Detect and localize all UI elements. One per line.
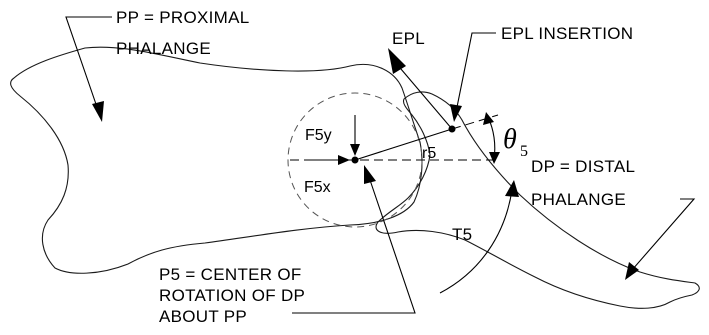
insertion-extension-line bbox=[451, 114, 499, 130]
r5-line bbox=[354, 128, 453, 161]
f5y-label: F5y bbox=[305, 127, 332, 144]
epl-label: EPL bbox=[392, 29, 425, 48]
p5-label-line3: ABOUT PP bbox=[159, 307, 247, 326]
t5-torque-arc bbox=[439, 189, 513, 294]
r5-label: r5 bbox=[422, 145, 436, 162]
theta5-arrowhead-bottom bbox=[489, 152, 500, 164]
pp-label: PP = PROXIMAL bbox=[116, 8, 250, 27]
t5-arrowhead bbox=[505, 180, 519, 197]
pp-leader-arrowhead bbox=[92, 101, 104, 122]
epl-insertion-leader bbox=[455, 32, 496, 113]
dp-leader-arrowhead bbox=[625, 262, 639, 280]
p5-leader-arrowhead bbox=[364, 165, 376, 184]
t5-label: T5 bbox=[452, 225, 472, 244]
dp-label-2: PHALANGE bbox=[531, 190, 626, 209]
pp-leader-line bbox=[65, 16, 112, 111]
p5-label-line2: ROTATION OF DP bbox=[159, 286, 305, 305]
theta-subscript: 5 bbox=[520, 143, 528, 160]
f5x-label: F5x bbox=[304, 179, 331, 196]
p5-center-point bbox=[351, 156, 359, 164]
p5-leader-line bbox=[292, 179, 416, 314]
p5-label-line1: P5 = CENTER OF bbox=[159, 265, 302, 284]
f5y-arrowhead bbox=[350, 144, 360, 156]
f5x-arrowhead bbox=[338, 155, 350, 165]
theta-symbol: θ bbox=[503, 124, 517, 155]
dp-leader-line bbox=[631, 198, 696, 271]
epl-insertion-label: EPL INSERTION bbox=[501, 24, 633, 43]
epl-force-arrowhead bbox=[388, 48, 406, 74]
epl-insertion-arrowhead bbox=[450, 104, 462, 122]
proximal-phalange-outline bbox=[10, 46, 423, 274]
theta5-arrowhead-top bbox=[483, 112, 494, 125]
pp-label-2: PHALANGE bbox=[116, 39, 211, 58]
epl-force-line bbox=[394, 61, 453, 130]
distal-phalange-outline bbox=[375, 91, 700, 309]
dp-label: DP = DISTAL bbox=[531, 157, 635, 176]
